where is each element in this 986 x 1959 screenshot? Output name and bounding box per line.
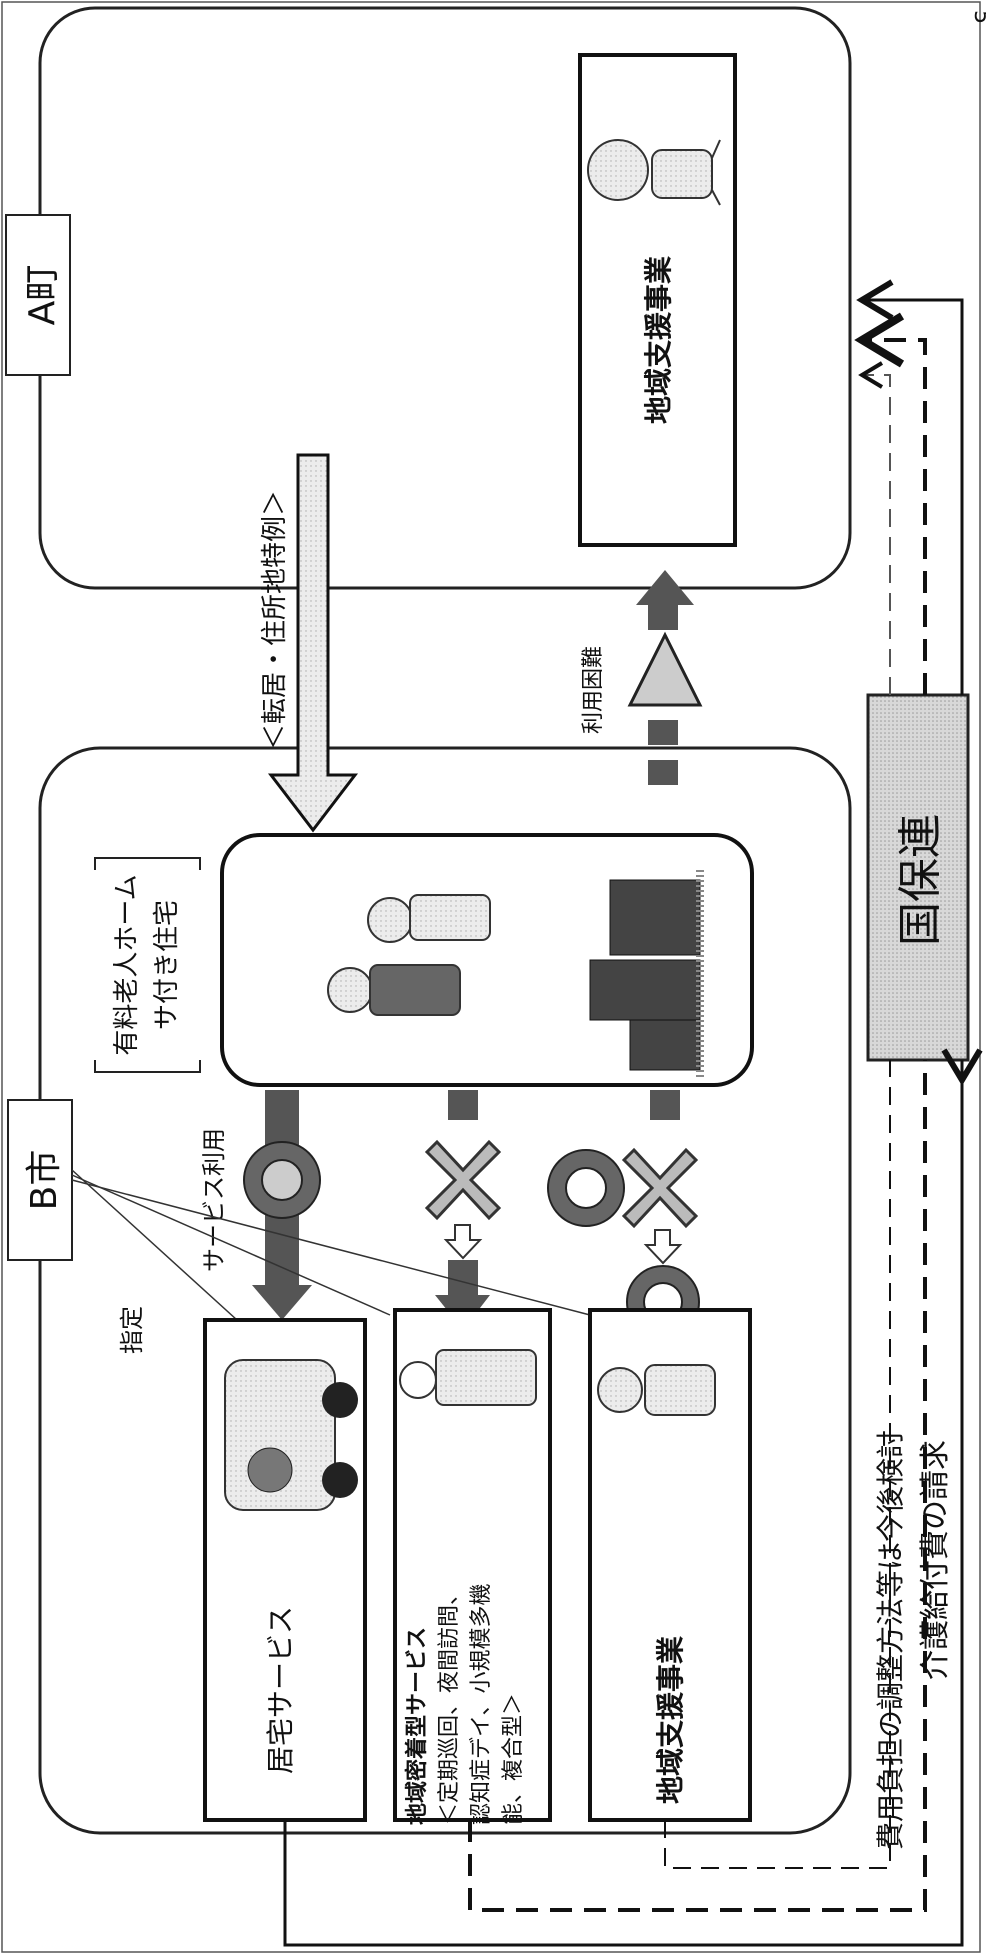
ng-cross-2 bbox=[621, 1147, 699, 1229]
difficulty-label: 利用困難 bbox=[581, 646, 606, 734]
town-a-label: A町 bbox=[22, 265, 63, 326]
community-service-box: 地域密着型サービス ＜定期巡回、夜間訪問、 認知症デイ、小規模多機 能、複合型＞ bbox=[393, 1308, 552, 1825]
elderly-couple-illustration bbox=[327, 894, 491, 1016]
town-a-support-box: 地域支援事業 bbox=[578, 53, 737, 547]
relocation-label: ＜転居・住所地特例＞ bbox=[260, 490, 290, 750]
city-b-support-box: 地域支援事業 bbox=[588, 1308, 752, 1822]
city-b-region bbox=[38, 746, 852, 1835]
home-service-box: 居宅サービス bbox=[203, 1318, 367, 1822]
elderly-person-illustration-b bbox=[597, 1364, 716, 1416]
designation-label: 指定 bbox=[118, 1306, 146, 1354]
city-b-support-label: 地域支援事業 bbox=[654, 1636, 687, 1804]
elderly-person-illustration bbox=[587, 139, 721, 206]
ng-cross-1 bbox=[424, 1139, 502, 1221]
facility-label-2: サ付き住宅 bbox=[152, 900, 182, 1030]
community-service-line4: 能、複合型＞ bbox=[501, 1693, 526, 1825]
facility-box bbox=[220, 833, 754, 1087]
home-service-label: 居宅サービス bbox=[264, 1606, 297, 1774]
town-a-label-box: A町 bbox=[5, 214, 71, 376]
town-a-support-label: 地域支援事業 bbox=[642, 256, 675, 424]
service-use-label: サービス利用 bbox=[200, 1128, 228, 1272]
benefit-claim: 介護給付費の請求 bbox=[918, 1440, 953, 1680]
care-van-illustration bbox=[224, 1359, 358, 1511]
page-number: 5 bbox=[969, 10, 986, 24]
cost-note: 費用負担の調整方法等は今後検討 bbox=[874, 1430, 907, 1850]
relocation-arrow bbox=[267, 453, 359, 833]
claim-lines bbox=[283, 279, 983, 1947]
community-service-line2: ＜定期巡回、夜間訪問、 bbox=[437, 1583, 462, 1825]
community-service-title: 地域密着型サービス bbox=[404, 1627, 430, 1825]
difficulty-arrow bbox=[627, 570, 703, 785]
city-b-label: B市 bbox=[24, 1150, 65, 1211]
caregiver-illustration bbox=[399, 1349, 537, 1406]
triangle-symbol bbox=[627, 631, 703, 707]
kokuhoren-label: 国保連 bbox=[895, 814, 946, 946]
facility-label-1: 有料老人ホーム bbox=[112, 874, 142, 1055]
home-service-arrow bbox=[243, 1090, 321, 1320]
community-service-arrow bbox=[424, 1090, 502, 1330]
city-b-label-box: B市 bbox=[7, 1099, 73, 1261]
kokuhoren-box: 国保連 bbox=[866, 693, 970, 1062]
apartment-building-illustration bbox=[589, 870, 704, 1080]
community-service-line3: 認知症デイ、小規模多機 bbox=[469, 1583, 494, 1825]
